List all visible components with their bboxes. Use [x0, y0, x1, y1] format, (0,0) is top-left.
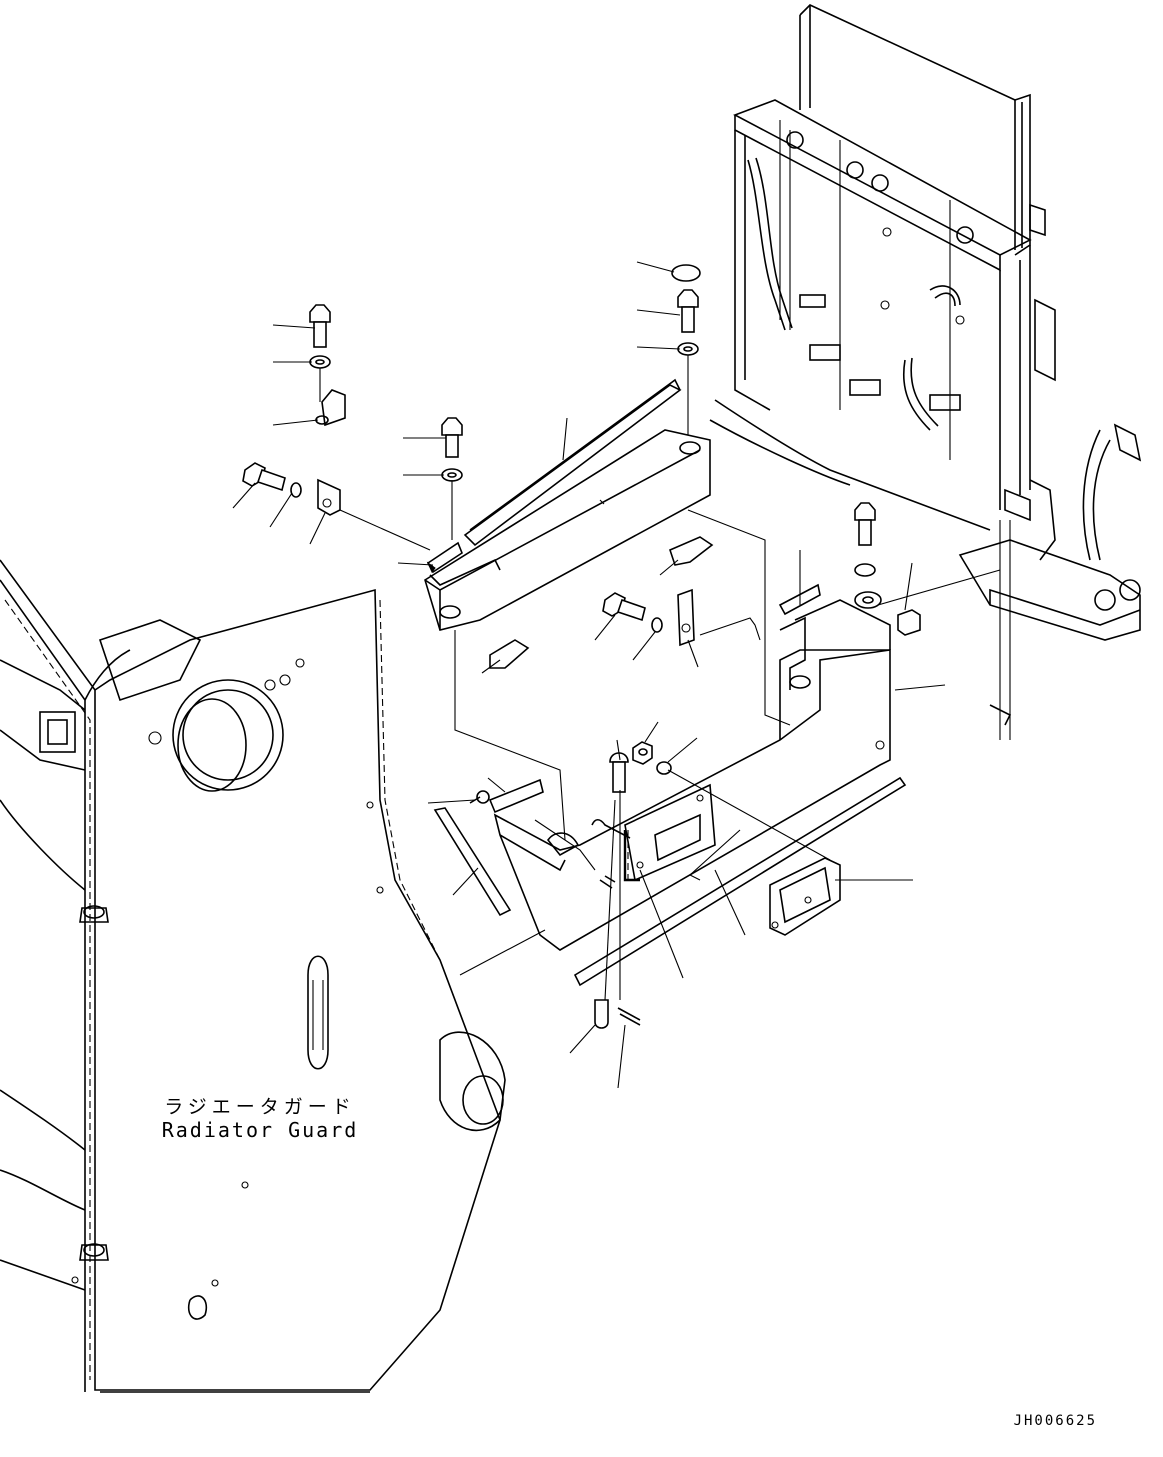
- washer-6: [651, 617, 663, 633]
- cap-1: [671, 264, 701, 282]
- lower-seal-strip: [573, 776, 907, 987]
- cotter-pin-2: [617, 1007, 641, 1026]
- radiator-guard-label-jp: ラジエータガード: [164, 1096, 356, 1118]
- washer-2: [677, 342, 699, 356]
- washer-4: [854, 563, 882, 609]
- lower-guard-plate: [493, 599, 891, 951]
- cover-plate: [769, 857, 841, 936]
- upper-bracket: [424, 429, 711, 631]
- cotter-pin-1: [591, 818, 631, 889]
- clip-1: [489, 536, 714, 669]
- assembly-guide-lines: [319, 355, 1001, 1001]
- washer-5: [290, 482, 302, 498]
- bolt-5: [242, 462, 286, 492]
- center-bracket: [779, 616, 811, 690]
- small-screw: [469, 790, 490, 804]
- callout-leader-lines: [232, 261, 946, 1089]
- drawing-code: JH006625: [1013, 1413, 1097, 1429]
- top-seal-strip: [463, 378, 682, 547]
- bolt-1: [309, 304, 331, 348]
- washer-1: [309, 355, 331, 369]
- bolt-3: [441, 417, 463, 458]
- radiator-guard-label-en: Radiator Guard: [161, 1118, 359, 1142]
- nut-1: [632, 741, 653, 765]
- left-seal-strip: [433, 807, 512, 917]
- radiator-frame: [709, 4, 1142, 740]
- bolt-4: [854, 502, 876, 546]
- bolt-6: [602, 592, 646, 622]
- hinge-bracket-center: [677, 588, 695, 647]
- washer-3: [441, 468, 463, 482]
- pin-2: [594, 999, 609, 1029]
- hinge-bracket-left: [315, 389, 346, 516]
- radiator-guard-panel: [0, 559, 506, 1393]
- pin-1: [609, 752, 629, 793]
- washer-7: [656, 761, 672, 775]
- bolt-2: [677, 289, 699, 333]
- cushion-block: [897, 609, 921, 636]
